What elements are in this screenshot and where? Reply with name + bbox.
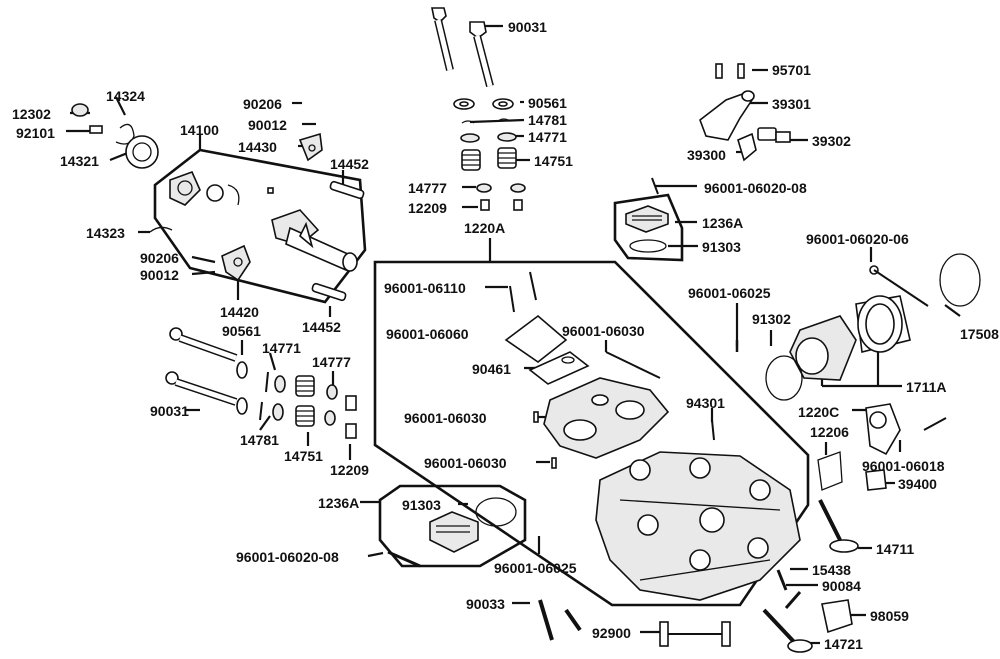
label-90461: 90461 bbox=[472, 361, 511, 377]
label-96001-06030-b: 96001-06030 bbox=[404, 410, 487, 426]
label-17508: 17508 bbox=[960, 326, 999, 342]
label-14771-left: 14771 bbox=[262, 340, 301, 356]
camshaft-group-frame bbox=[153, 148, 367, 304]
label-14771-top: 14771 bbox=[528, 129, 567, 145]
label-96001-06025-right: 96001-06025 bbox=[688, 285, 771, 301]
cylinder-head bbox=[504, 271, 801, 601]
label-92101: 92101 bbox=[16, 125, 55, 141]
label-14420: 14420 bbox=[220, 304, 259, 320]
valve-parts-top-stack bbox=[453, 98, 526, 211]
coolant-outlet bbox=[817, 403, 947, 491]
bottom-cover bbox=[387, 497, 517, 568]
label-14452-top: 14452 bbox=[330, 156, 369, 172]
label-90561-left: 90561 bbox=[222, 323, 261, 339]
label-96001-06020-08-top: 96001-06020-08 bbox=[704, 180, 807, 196]
label-39302: 39302 bbox=[812, 133, 851, 149]
label-91302: 91302 bbox=[752, 311, 791, 327]
label-39301: 39301 bbox=[772, 96, 811, 112]
label-14777-top: 14777 bbox=[408, 180, 447, 196]
label-90561-top: 90561 bbox=[528, 95, 567, 111]
valve-parts-left-stack bbox=[259, 371, 357, 439]
label-96001-06060: 96001-06060 bbox=[386, 326, 469, 342]
label-12206: 12206 bbox=[810, 424, 849, 440]
label-1220A: 1220A bbox=[464, 220, 506, 236]
label-1236A-top: 1236A bbox=[702, 215, 744, 231]
label-90084: 90084 bbox=[822, 578, 861, 594]
label-14751-left: 14751 bbox=[284, 448, 323, 464]
label-1220C: 1220C bbox=[798, 404, 840, 420]
label-96001-06018: 96001-06018 bbox=[862, 458, 945, 474]
label-14323: 14323 bbox=[86, 225, 125, 241]
label-14781-left: 14781 bbox=[240, 432, 279, 448]
label-94301: 94301 bbox=[686, 395, 725, 411]
cover-top-group-frame bbox=[613, 193, 684, 262]
label-90012-top: 90012 bbox=[248, 117, 287, 133]
label-92900: 92900 bbox=[592, 625, 631, 641]
top-cover bbox=[625, 177, 669, 253]
label-96001-06030-a: 96001-06030 bbox=[562, 323, 645, 339]
label-90012-mid: 90012 bbox=[140, 267, 179, 283]
label-14751-top: 14751 bbox=[534, 153, 573, 169]
label-14721: 14721 bbox=[824, 636, 863, 652]
label-14711: 14711 bbox=[876, 541, 915, 557]
label-96001-06030-c: 96001-06030 bbox=[424, 455, 507, 471]
label-90031-left: 90031 bbox=[150, 403, 189, 419]
head-bolts-top bbox=[431, 7, 494, 88]
label-95701: 95701 bbox=[772, 62, 811, 78]
label-14452-mid: 14452 bbox=[302, 319, 341, 335]
label-90206-top: 90206 bbox=[243, 96, 282, 112]
label-14430: 14430 bbox=[238, 139, 277, 155]
label-98059: 98059 bbox=[870, 608, 909, 624]
label-96001-06110: 96001-06110 bbox=[384, 280, 466, 296]
label-12302: 12302 bbox=[12, 106, 51, 122]
head-bolts-left bbox=[165, 327, 248, 415]
label-14100: 14100 bbox=[180, 122, 219, 138]
label-12209-top: 12209 bbox=[408, 200, 447, 216]
label-90033: 90033 bbox=[466, 596, 505, 612]
label-1236A-bottom: 1236A bbox=[318, 495, 360, 511]
label-90031-top: 90031 bbox=[508, 19, 547, 35]
label-96001-06020-08-bottom: 96001-06020-08 bbox=[236, 549, 339, 565]
thermostat-housing bbox=[699, 63, 791, 162]
label-14777-left: 14777 bbox=[312, 354, 351, 370]
label-91303-top: 91303 bbox=[702, 239, 741, 255]
label-14321: 14321 bbox=[60, 153, 99, 169]
label-14324: 14324 bbox=[106, 88, 145, 104]
label-39400: 39400 bbox=[898, 476, 937, 492]
intake-manifold bbox=[735, 253, 981, 401]
label-12209-left: 12209 bbox=[330, 462, 369, 478]
cover-bottom-group-frame bbox=[378, 484, 527, 568]
label-91303-bottom: 91303 bbox=[402, 497, 441, 513]
camshaft-parts bbox=[71, 103, 365, 302]
label-39300: 39300 bbox=[687, 147, 726, 163]
label-96001-06020-06: 96001-06020-06 bbox=[806, 231, 909, 247]
label-90206-mid: 90206 bbox=[140, 250, 179, 266]
label-1711A: 1711A bbox=[906, 379, 947, 395]
label-15438: 15438 bbox=[812, 562, 851, 578]
valves-and-studs bbox=[538, 499, 859, 653]
label-14781-top: 14781 bbox=[528, 112, 567, 128]
label-96001-06025-bottom: 96001-06025 bbox=[494, 560, 577, 576]
